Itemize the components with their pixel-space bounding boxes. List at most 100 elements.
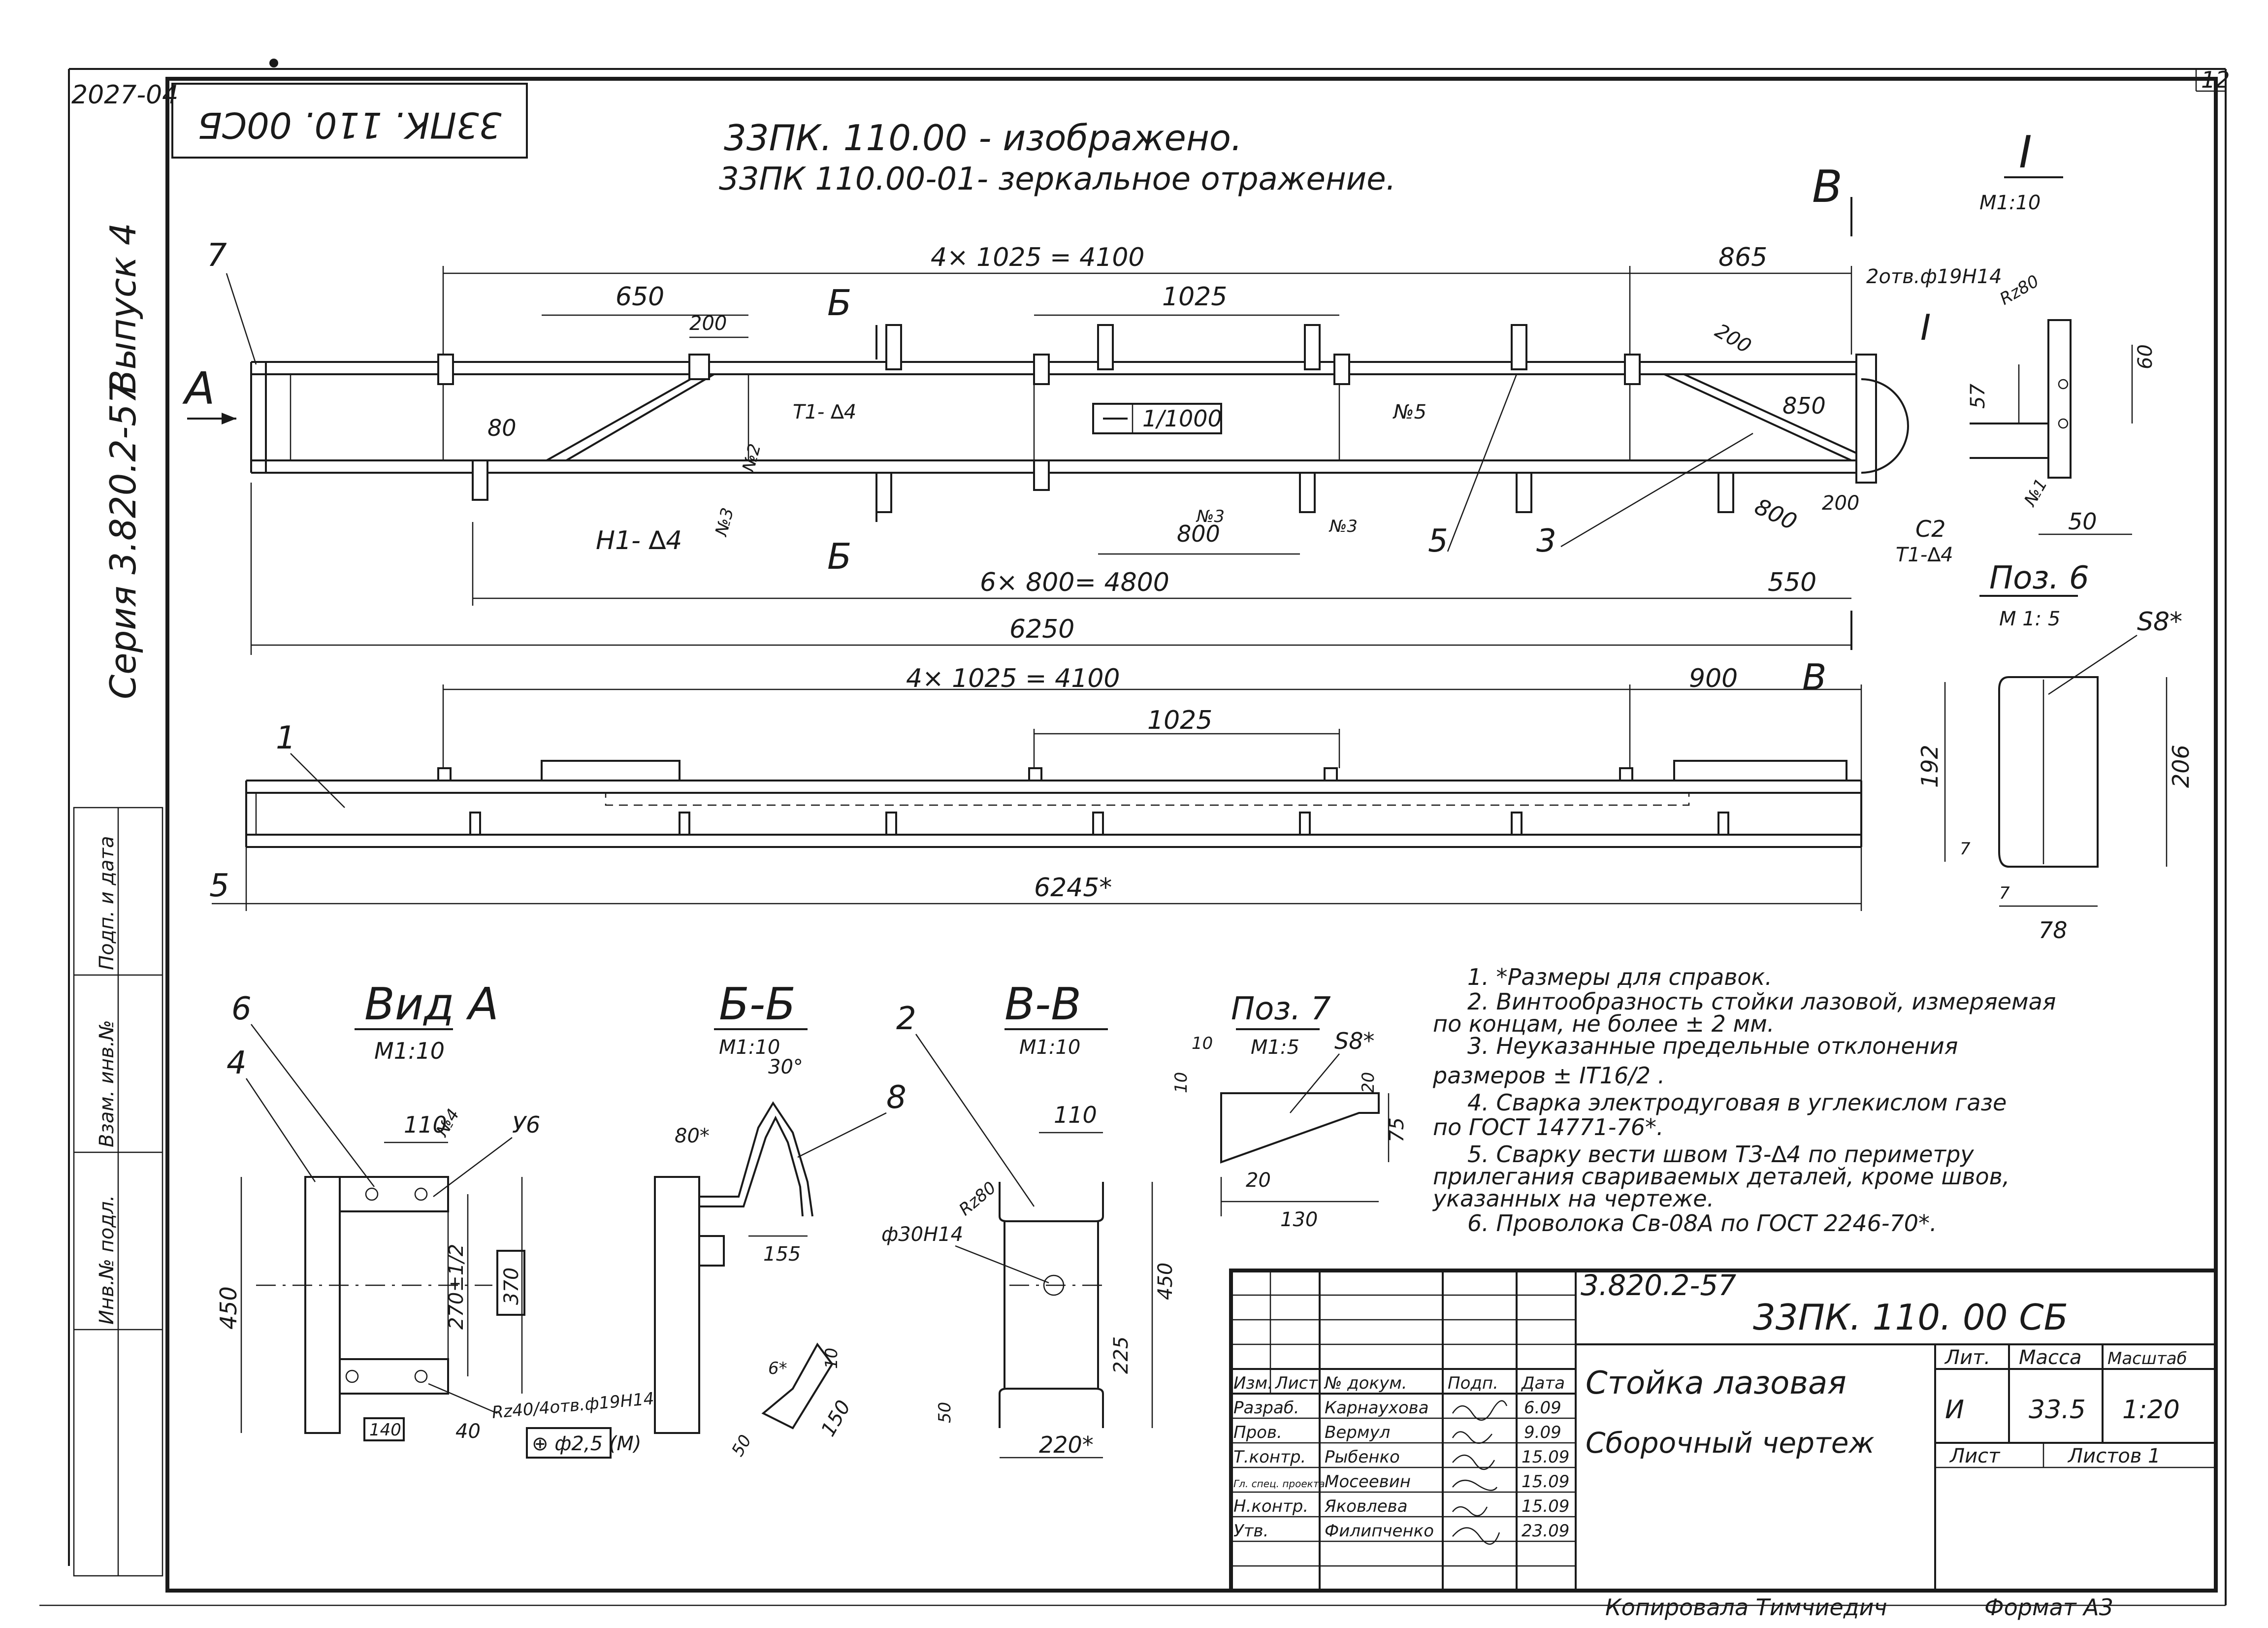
side-stamp: Взам. инв.№ Подп. и дата Инв.№ подл. <box>73 807 163 1577</box>
note-5a: 5. Сварку вести швом Т3-∆4 по периметру <box>1467 1141 1974 1168</box>
scale-value: 1:20 <box>2122 1395 2180 1425</box>
section-bb-pos-8: 8 <box>886 1079 907 1116</box>
note-1: 1. *Размеры для справок. <box>1467 964 1772 990</box>
slope-label: 1/1000 <box>1142 405 1222 432</box>
row-4-role: Гл. спец. проекта <box>1233 1478 1325 1490</box>
note-5c: указанных на чертеже. <box>1432 1185 1714 1212</box>
corner-code: 2027-04 <box>71 80 178 110</box>
main-view-tabs <box>437 324 1734 513</box>
pos6-scale: М 1: 5 <box>1999 608 2060 630</box>
view-a-drawing <box>240 1028 612 1459</box>
detail-i-dim-50: 50 <box>2068 508 2097 535</box>
row-6-name: Филипченко <box>1325 1521 1434 1541</box>
pos6-dim-7b: 7 <box>1999 883 2010 903</box>
row-1-name: Карнаухова <box>1325 1398 1429 1418</box>
section-vv-dim-225: 225 <box>1110 1336 1133 1374</box>
section-vv-dim-50: 50 <box>935 1402 955 1423</box>
title-name-1: Стойка лазовая <box>1586 1365 1847 1401</box>
weld-h1: Н1- ∆4 <box>596 526 682 555</box>
lower-pos-5: 5 <box>209 868 229 904</box>
title-hdr-izm: Изм. <box>1233 1373 1273 1393</box>
view-a-pos-6: 6 <box>231 991 252 1027</box>
mirrored-code: 33ПК. 110. 00СБ <box>197 104 501 146</box>
view-a-tolerance: ⊕ ф2,5 (М) <box>532 1433 641 1455</box>
title-hdr-list: Лист <box>1274 1373 1318 1393</box>
weld-n3c: №3 <box>1328 517 1358 536</box>
dim-650: 650 <box>616 282 664 312</box>
sheets-label: Листов 1 <box>2067 1445 2161 1467</box>
row-1-date: 6.09 <box>1524 1398 1561 1418</box>
lower-view <box>245 760 1862 848</box>
pos7-drawing <box>1220 1028 1390 1216</box>
vertical-series: Серия 3.820.2-57 <box>102 381 144 699</box>
section-bb-dim-150: 150 <box>817 1397 855 1440</box>
note-6: 6. Проволока Св-08А по ГОСТ 2246-70*. <box>1467 1210 1937 1237</box>
title-designation: 33ПК. 110. 00 СБ <box>1753 1297 2068 1338</box>
page-number: 12 <box>2201 66 2230 93</box>
footer-format: Формат А3 <box>1984 1594 2113 1621</box>
scale-header: Масштаб <box>2107 1349 2187 1368</box>
weld-n3a: №3 <box>712 506 738 539</box>
pos6-drawing <box>1944 595 2168 907</box>
pos6-dim-78: 78 <box>2039 917 2068 944</box>
detail-i-weld-t1: Т1-∆4 <box>1896 544 1953 566</box>
dim-800b: 800 <box>1750 493 1801 535</box>
main-view <box>187 197 1909 650</box>
label-b-top: Б <box>827 282 851 324</box>
label-a: А <box>182 363 215 415</box>
main-view-dimensions <box>250 266 1852 655</box>
dim-200b: 200 <box>1711 320 1755 358</box>
detail-i-scale: М1:10 <box>1979 192 2041 214</box>
section-vv-title: В-В <box>1004 978 1081 1030</box>
pos-3-label: 3 <box>1536 523 1556 559</box>
view-a-weld-u6: У6 <box>512 1111 540 1138</box>
title-name-2: Сборочный чертеж <box>1586 1426 1875 1460</box>
pos6-dim-7a: 7 <box>1960 839 1971 859</box>
section-vv-dim-450: 450 <box>1154 1263 1177 1300</box>
section-bb-dim-80: 80* <box>675 1125 710 1147</box>
note-4a: 4. Сварка электродуговая в углекислом га… <box>1467 1089 2007 1116</box>
view-a-dim-370: 370 <box>500 1268 523 1305</box>
pos6-dim-192: 192 <box>1916 745 1943 788</box>
lower-dim-900: 900 <box>1689 664 1738 693</box>
dim-80: 80 <box>487 415 517 441</box>
note-5b: прилегания свариваемых деталей, кроме шв… <box>1433 1163 2009 1190</box>
title-hdr-doc: № докум. <box>1324 1373 1407 1393</box>
row-3-date: 15.09 <box>1522 1447 1569 1467</box>
row-2-role: Пров. <box>1233 1423 1282 1442</box>
view-a-dim-40: 40 <box>455 1420 481 1443</box>
vertical-issue: Выпуск 4 <box>102 223 144 394</box>
mass-value: 33.5 <box>2029 1395 2086 1425</box>
view-a-title: Вид А <box>364 978 499 1030</box>
note-2a: 2. Винтообразность стойки лазовой, измер… <box>1467 988 2056 1015</box>
dim-4x1025: 4× 1025 = 4100 <box>931 243 1144 272</box>
pos-7-label: 7 <box>207 237 227 274</box>
detail-i <box>1970 176 2133 535</box>
mirrored-stamp: 33ПК. 110. 00СБ <box>171 83 528 159</box>
weld-n5: №5 <box>1393 401 1426 423</box>
label-v-top: В <box>1812 161 1843 213</box>
lower-dim-4x1025: 4× 1025 = 4100 <box>906 664 1120 693</box>
pos7-dim-10a: 10 <box>1192 1034 1213 1053</box>
section-vv-scale: М1:10 <box>1019 1036 1080 1059</box>
pos7-dim-75: 75 <box>1386 1117 1408 1142</box>
pos7-scale: М1:5 <box>1251 1036 1299 1059</box>
dim-800a: 800 <box>1177 521 1220 547</box>
lower-view-dimensions <box>212 684 1862 911</box>
label-v-bottom: В <box>1802 656 1826 698</box>
dim-1025: 1025 <box>1162 282 1227 312</box>
pos7-dim-20b: 20 <box>1246 1169 1271 1192</box>
pos7-dim-20a: 20 <box>1359 1072 1378 1093</box>
row-4-name: Мосеевин <box>1325 1472 1411 1492</box>
dim-850: 850 <box>1782 392 1826 419</box>
section-vv-pos-2: 2 <box>896 1001 916 1037</box>
lower-dim-6245: 6245* <box>1034 873 1112 903</box>
section-bb-drawing <box>654 1028 834 1434</box>
pos6-dim-206: 206 <box>2168 745 2194 788</box>
dim-200c: 200 <box>1822 492 1859 515</box>
label-b-bottom: Б <box>827 536 851 577</box>
header-line-2: 33ПК 110.00-01- зеркальное отражение. <box>719 161 1396 197</box>
dim-6250: 6250 <box>1009 615 1074 644</box>
notes-block: 1. *Размеры для справок. 2. Винтообразно… <box>1432 964 2056 1237</box>
